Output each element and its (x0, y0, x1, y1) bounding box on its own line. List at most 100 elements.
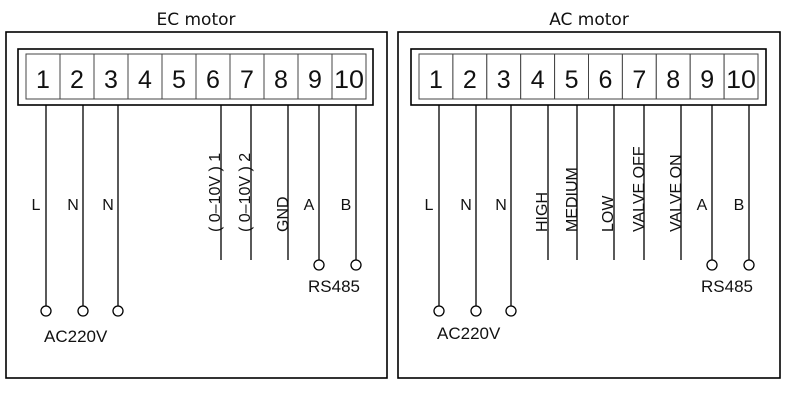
terminal-cell (161, 53, 197, 100)
terminal-number: 5 (565, 66, 579, 94)
connection-terminal-icon (706, 259, 718, 271)
ac-rs485-label: RS485 (701, 277, 753, 296)
wire-n: N (495, 105, 517, 317)
ac-panel-title: AC motor (549, 10, 629, 30)
terminal-1: 1 (25, 53, 61, 100)
terminal-cell (195, 53, 231, 100)
ec-ac220v-label: AC220V (44, 327, 108, 346)
wire-medium: MEDIUM (564, 105, 581, 260)
wire-label: L (425, 197, 434, 214)
terminal-number: 4 (138, 66, 152, 94)
wire-b: B (341, 105, 362, 271)
terminal-number: 8 (274, 66, 288, 94)
terminal-8: 8 (263, 53, 299, 100)
connection-terminal-icon (40, 305, 52, 317)
terminal-2: 2 (59, 53, 95, 100)
terminal-6: 6 (588, 53, 623, 100)
wire-n: N (460, 105, 482, 317)
terminal-8: 8 (655, 53, 691, 100)
connection-terminal-icon (350, 259, 362, 271)
wire-label: L (32, 197, 41, 214)
terminal-number: 10 (334, 66, 364, 94)
wire-0-10v-1: ( 0–10V ) 1 (207, 105, 224, 260)
terminal-number: 7 (240, 66, 254, 94)
wire-n: N (102, 105, 124, 317)
wire-label-vertical: VALVE ON (668, 154, 685, 232)
terminal-9: 9 (689, 53, 725, 100)
terminal-number: 8 (666, 66, 680, 94)
terminal-9: 9 (297, 53, 333, 100)
terminal-number: 2 (70, 66, 84, 94)
terminal-4: 4 (520, 53, 556, 100)
wire-label: N (102, 197, 114, 214)
terminal-5: 5 (554, 53, 589, 100)
terminal-number: 5 (172, 66, 186, 94)
wire-a: A (304, 105, 325, 271)
connection-terminal-icon (77, 305, 89, 317)
wire-label: B (341, 197, 352, 214)
wire-label-vertical: GND (275, 196, 292, 232)
wire-label-vertical: HIGH (534, 192, 551, 232)
wire-label-vertical: ( 0–10V ) 2 (237, 153, 254, 232)
connection-terminal-icon (112, 305, 124, 317)
terminal-6: 6 (195, 53, 231, 100)
terminal-3: 3 (486, 53, 522, 100)
terminal-cell (655, 53, 691, 100)
terminal-10: 10 (331, 53, 367, 100)
wire-l: L (425, 105, 445, 317)
terminal-1: 1 (418, 53, 454, 100)
connection-terminal-icon (505, 305, 517, 317)
terminal-number: 6 (598, 66, 612, 94)
wire-label: B (734, 197, 745, 214)
wire-n: N (67, 105, 89, 317)
terminal-2: 2 (452, 53, 488, 100)
wire-label: N (495, 197, 507, 214)
wire-0-10v-2: ( 0–10V ) 2 (237, 105, 254, 260)
terminal-number: 1 (429, 66, 443, 94)
wire-label: A (697, 197, 708, 214)
ec-rs485-label: RS485 (308, 277, 360, 296)
terminal-7: 7 (229, 53, 265, 100)
wire-valve-on: VALVE ON (668, 105, 685, 260)
connection-terminal-icon (743, 259, 755, 271)
terminal-number: 3 (497, 66, 511, 94)
terminal-number: 9 (700, 66, 714, 94)
terminal-cell (297, 53, 333, 100)
wire-l: L (32, 105, 52, 317)
terminal-5: 5 (161, 53, 197, 100)
wire-low: LOW (600, 105, 617, 260)
wire-valve-off: VALVE OFF (631, 105, 648, 260)
terminal-4: 4 (127, 53, 163, 100)
terminal-cell (554, 53, 589, 100)
terminal-number: 9 (308, 66, 322, 94)
terminal-number: 6 (206, 66, 220, 94)
terminal-cell (520, 53, 556, 100)
terminal-cell (588, 53, 623, 100)
terminal-cell (418, 53, 454, 100)
wire-gnd: GND (275, 105, 292, 260)
terminal-cell (93, 53, 129, 100)
ac-ac220v-label: AC220V (437, 324, 501, 343)
wire-label-vertical: LOW (600, 195, 617, 232)
terminal-number: 7 (632, 66, 646, 94)
terminal-cell (331, 53, 367, 100)
terminal-cell (723, 53, 759, 100)
wire-b: B (734, 105, 755, 271)
terminal-cell (127, 53, 163, 100)
wire-label: A (304, 197, 315, 214)
terminal-10: 10 (723, 53, 759, 100)
wire-a: A (697, 105, 718, 271)
connection-terminal-icon (470, 305, 482, 317)
terminal-cell (59, 53, 95, 100)
terminal-3: 3 (93, 53, 129, 100)
terminal-cell (621, 53, 657, 100)
wire-high: HIGH (534, 105, 551, 260)
wire-label-vertical: ( 0–10V ) 1 (207, 153, 224, 232)
